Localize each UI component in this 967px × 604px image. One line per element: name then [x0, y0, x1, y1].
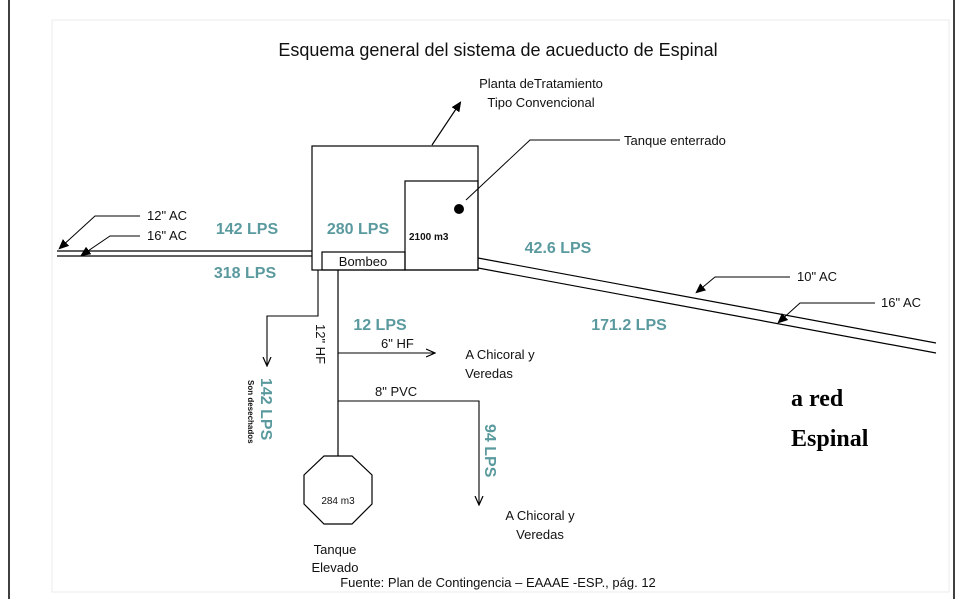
elevated-tank-volume: 284 m3	[321, 496, 355, 507]
pipe-6-hf-label: 6" HF	[381, 336, 414, 351]
plant-label-line2: Tipo Convencional	[487, 95, 594, 110]
pipe-16-ac-left-label: 16" AC	[147, 228, 187, 243]
figure-border	[51, 19, 950, 593]
pump-box	[321, 251, 406, 271]
elevated-tank-label-line1: Tanque	[314, 542, 357, 557]
flow-42-6: 42.6 LPS	[525, 240, 592, 257]
pipe-12-ac-label: 12" AC	[147, 208, 187, 223]
pipe-16-ac-leader	[82, 235, 140, 255]
chicoral-1-line1: A Chicoral y	[465, 347, 535, 362]
plant-pointer-arrow	[431, 103, 460, 146]
flow-94: 94 LPS	[481, 424, 498, 478]
pipe-16-ac-right-label: 16" AC	[881, 295, 921, 310]
elevated-tank-shape	[303, 455, 373, 525]
plant-label-line1: Planta deTratamiento	[479, 76, 603, 91]
chicoral-1-line2: Veredas	[465, 366, 513, 381]
pipe-16-ac-right-leader	[779, 302, 875, 322]
waste-arrow	[267, 270, 319, 365]
waste-label: Son desechados	[246, 380, 255, 444]
chicoral-2-line2: Veredas	[516, 527, 564, 542]
pipe-8-pvc-label: 8" PVC	[375, 384, 417, 399]
treatment-plant-box	[311, 145, 479, 271]
buried-tank-label: Tanque enterrado	[624, 133, 726, 148]
pipe-10-ac-label: 10" AC	[797, 269, 837, 284]
elevated-tank-label-line2: Elevado	[312, 560, 359, 575]
diagram-title: Esquema general del sistema de acueducto…	[278, 40, 717, 60]
pump-label: Bombeo	[339, 254, 387, 269]
buried-tank-volume: 2100 m3	[409, 232, 449, 243]
outflow-pipe-top	[477, 257, 937, 344]
tank-dot	[454, 204, 464, 214]
flow-142-in: 142 LPS	[216, 221, 279, 238]
network-label-line1: a red	[791, 386, 844, 412]
network-label-line2: Espinal	[791, 426, 869, 452]
flow-142-waste: 142 LPS	[257, 378, 274, 441]
buried-tank-box	[404, 180, 479, 271]
pipe-10-ac-leader	[697, 276, 790, 292]
chicoral-2-line1: A Chicoral y	[505, 508, 575, 523]
branch-8-pvc-arrow	[338, 400, 479, 504]
pipe-12-hf-label: 12" HF	[313, 324, 328, 364]
flow-171-2: 171.2 LPS	[591, 317, 667, 334]
flow-12: 12 LPS	[353, 317, 407, 334]
pipe-12-ac-leader	[60, 215, 140, 248]
flow-318: 318 LPS	[214, 265, 277, 282]
buried-tank-leader	[465, 139, 620, 201]
outflow-pipe-bottom	[477, 267, 937, 354]
source-caption: Fuente: Plan de Contingencia – EAAAE -ES…	[340, 575, 656, 590]
flow-280: 280 LPS	[327, 221, 390, 238]
